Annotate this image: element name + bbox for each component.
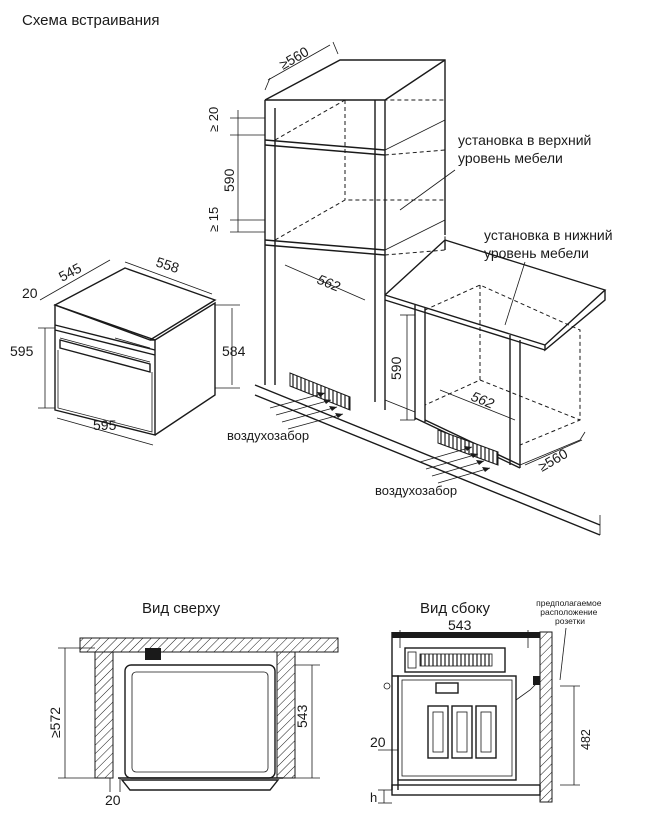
niche-width-lower-label: 562 bbox=[469, 388, 497, 412]
top-view-title: Вид сверху bbox=[142, 600, 221, 617]
furniture-installation-diagram: ≥560 ≥ 20 590 ≥ 15 562 установка в верхн… bbox=[206, 41, 616, 536]
label-lower-install: установка в нижний уровень мебели bbox=[484, 227, 616, 261]
cabinet-depth-label: ≥560 bbox=[277, 43, 312, 72]
gap-top-label: ≥ 20 bbox=[206, 107, 221, 132]
oven-height-584: 584 bbox=[222, 343, 246, 359]
top-view-offset-20: 20 bbox=[105, 792, 121, 808]
oven-width-595: 595 bbox=[93, 417, 117, 433]
top-view-depth-572: ≥572 bbox=[47, 707, 63, 738]
label-upper-install: установка в верхний уровень мебели bbox=[458, 132, 595, 166]
page-title: Схема встраивания bbox=[22, 12, 160, 29]
side-view-height-482: 482 bbox=[579, 729, 593, 750]
side-view-h-label: h bbox=[370, 790, 377, 805]
air-intake-label-2: воздухозабор bbox=[375, 483, 457, 498]
niche-width-upper-label: 562 bbox=[315, 271, 343, 295]
air-intake-label-1: воздухозабор bbox=[227, 428, 309, 443]
cabinet-depth-lower-label: ≥560 bbox=[536, 445, 571, 474]
oven-depth-545: 545 bbox=[56, 259, 84, 284]
top-view: Вид сверху ≥572 543 20 bbox=[47, 600, 339, 808]
niche-height-upper-label: 590 bbox=[221, 168, 237, 192]
side-view-title: Вид сбоку bbox=[420, 600, 490, 617]
air-intake-arrows-lower bbox=[419, 446, 491, 484]
oven-height-595: 595 bbox=[10, 343, 34, 359]
oven-perspective: 545 558 20 595 584 595 bbox=[10, 254, 246, 446]
air-intake-arrows-upper bbox=[269, 392, 344, 430]
niche-height-lower-label: 590 bbox=[388, 356, 404, 380]
oven-width-558: 558 bbox=[154, 254, 181, 277]
socket-note: предполагаемое расположение розетки bbox=[536, 598, 604, 626]
top-view-depth-543: 543 bbox=[294, 704, 310, 728]
side-view-depth-543: 543 bbox=[448, 617, 472, 633]
oven-front-20: 20 bbox=[22, 285, 38, 301]
side-view: Вид сбоку предполагаемое расположение ро… bbox=[370, 598, 604, 805]
gap-bottom-label: ≥ 15 bbox=[206, 207, 221, 232]
side-view-offset-20: 20 bbox=[370, 734, 386, 750]
